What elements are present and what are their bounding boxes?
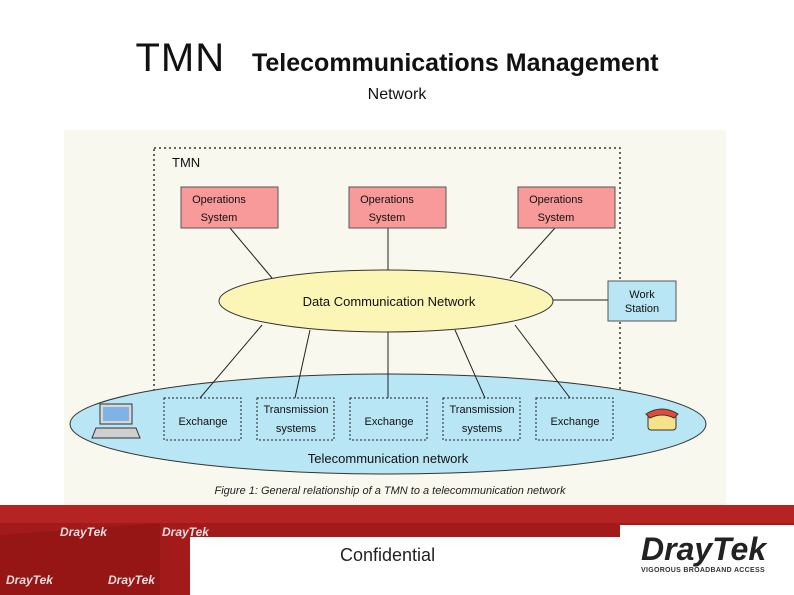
- transmission-systems-2: Transmission systems: [442, 397, 521, 441]
- exchange-3: Exchange: [535, 397, 614, 441]
- ops3-line2: System: [538, 212, 575, 224]
- operations-system-2: Operations System: [348, 186, 447, 229]
- title-full-part1: Telecommunications Management: [251, 49, 659, 77]
- brand-logo: DrayTek: [641, 531, 767, 567]
- exchange-2: Exchange: [349, 397, 428, 441]
- confidential-panel: [190, 537, 620, 595]
- watermark-2: DrayTek: [162, 525, 209, 539]
- dcn-ellipse: [218, 269, 554, 333]
- ops1-line1: Operations: [192, 194, 246, 206]
- footer-graphics: [0, 505, 794, 595]
- tmn-frame-label: TMN: [172, 155, 200, 170]
- dcn-label: Data Communication Network: [303, 294, 476, 309]
- workstation-line2: Station: [625, 303, 659, 315]
- brand-tagline: VIGOROUS BROADBAND ACCESS: [641, 567, 765, 574]
- confidential-label: Confidential: [340, 545, 436, 565]
- title-full-part2: Network: [367, 86, 427, 103]
- exchange-2-label: Exchange: [365, 416, 414, 428]
- transmission-1-line2: systems: [276, 423, 317, 435]
- title-line2: Network: [0, 86, 794, 104]
- footer-banner: Confidential DrayTek DrayTek DrayTek Dra…: [0, 505, 794, 595]
- transmission-1-line1: Transmission: [264, 404, 329, 416]
- transmission-systems-1: Transmission systems: [256, 397, 335, 441]
- watermark-3: DrayTek: [6, 573, 53, 587]
- figure-caption: Figure 1: General relationship of a TMN …: [215, 485, 566, 497]
- watermark-4: DrayTek: [108, 573, 155, 587]
- operations-system-3: Operations System: [517, 186, 616, 229]
- ops3-line1: Operations: [529, 194, 583, 206]
- exchange-1: Exchange: [163, 397, 242, 441]
- telephone-icon: [645, 408, 679, 431]
- operations-system-1: Operations System: [180, 186, 279, 229]
- exchange-1-label: Exchange: [179, 416, 228, 428]
- transmission-2-line1: Transmission: [450, 404, 515, 416]
- exchange-3-label: Exchange: [551, 416, 600, 428]
- workstation-line1: Work: [629, 289, 655, 301]
- watermark-1: DrayTek: [60, 525, 107, 539]
- connector-lines: [199, 227, 608, 399]
- brand-panel: [620, 525, 794, 595]
- title-abbr: TMN: [135, 36, 226, 80]
- ops2-line1: Operations: [360, 194, 414, 206]
- telecom-network-label: Telecommunication network: [308, 451, 469, 466]
- transmission-2-line2: systems: [462, 423, 503, 435]
- ops2-line2: System: [369, 212, 406, 224]
- computer-icon: [91, 403, 141, 439]
- page-title: TMN Telecommunications Management: [0, 36, 794, 81]
- ops1-line2: System: [201, 212, 238, 224]
- work-station: Work Station: [607, 280, 677, 322]
